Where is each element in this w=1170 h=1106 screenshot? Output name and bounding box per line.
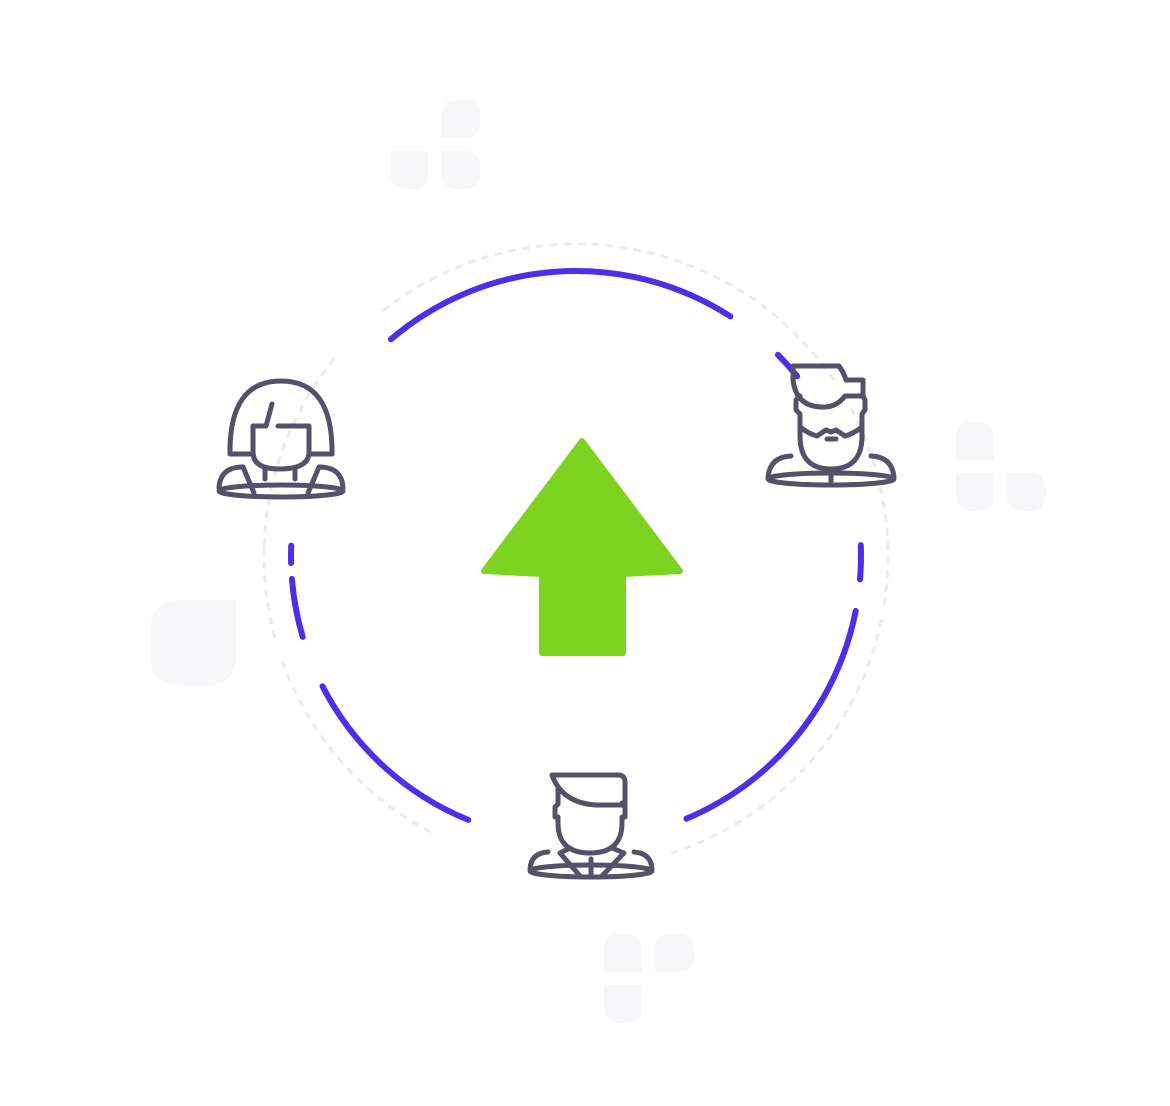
woman-avatar-icon	[216, 378, 346, 500]
guide-ring-segment	[281, 661, 431, 833]
cycle-arc-segment	[387, 268, 734, 343]
cycle-arcs	[288, 268, 864, 823]
bearded-man-avatar-icon	[765, 363, 897, 488]
cycle-arc-segment	[288, 575, 306, 640]
man-avatar-icon	[527, 772, 655, 880]
decor-blobs	[150, 100, 1046, 1023]
guide-ring-segment	[850, 408, 890, 612]
guide-ring-segment	[262, 543, 277, 639]
cycle-arc-segment	[774, 351, 801, 380]
cycle-arc-segment	[683, 607, 859, 822]
decor-blob-cluster-top	[390, 100, 480, 189]
guide-ring-segment	[670, 619, 883, 855]
guide-ring-segment	[262, 354, 339, 547]
decor-blob-cluster-bottom	[604, 934, 694, 1023]
decor-blob-left	[150, 600, 236, 686]
cycle-arc-segment	[319, 683, 472, 823]
guide-ring-segment	[382, 242, 837, 383]
cycle-arc-segment	[857, 542, 864, 583]
decor-blob-cluster-right	[956, 422, 1046, 511]
up-arrow-icon	[481, 438, 683, 656]
guide-ring	[262, 242, 890, 855]
